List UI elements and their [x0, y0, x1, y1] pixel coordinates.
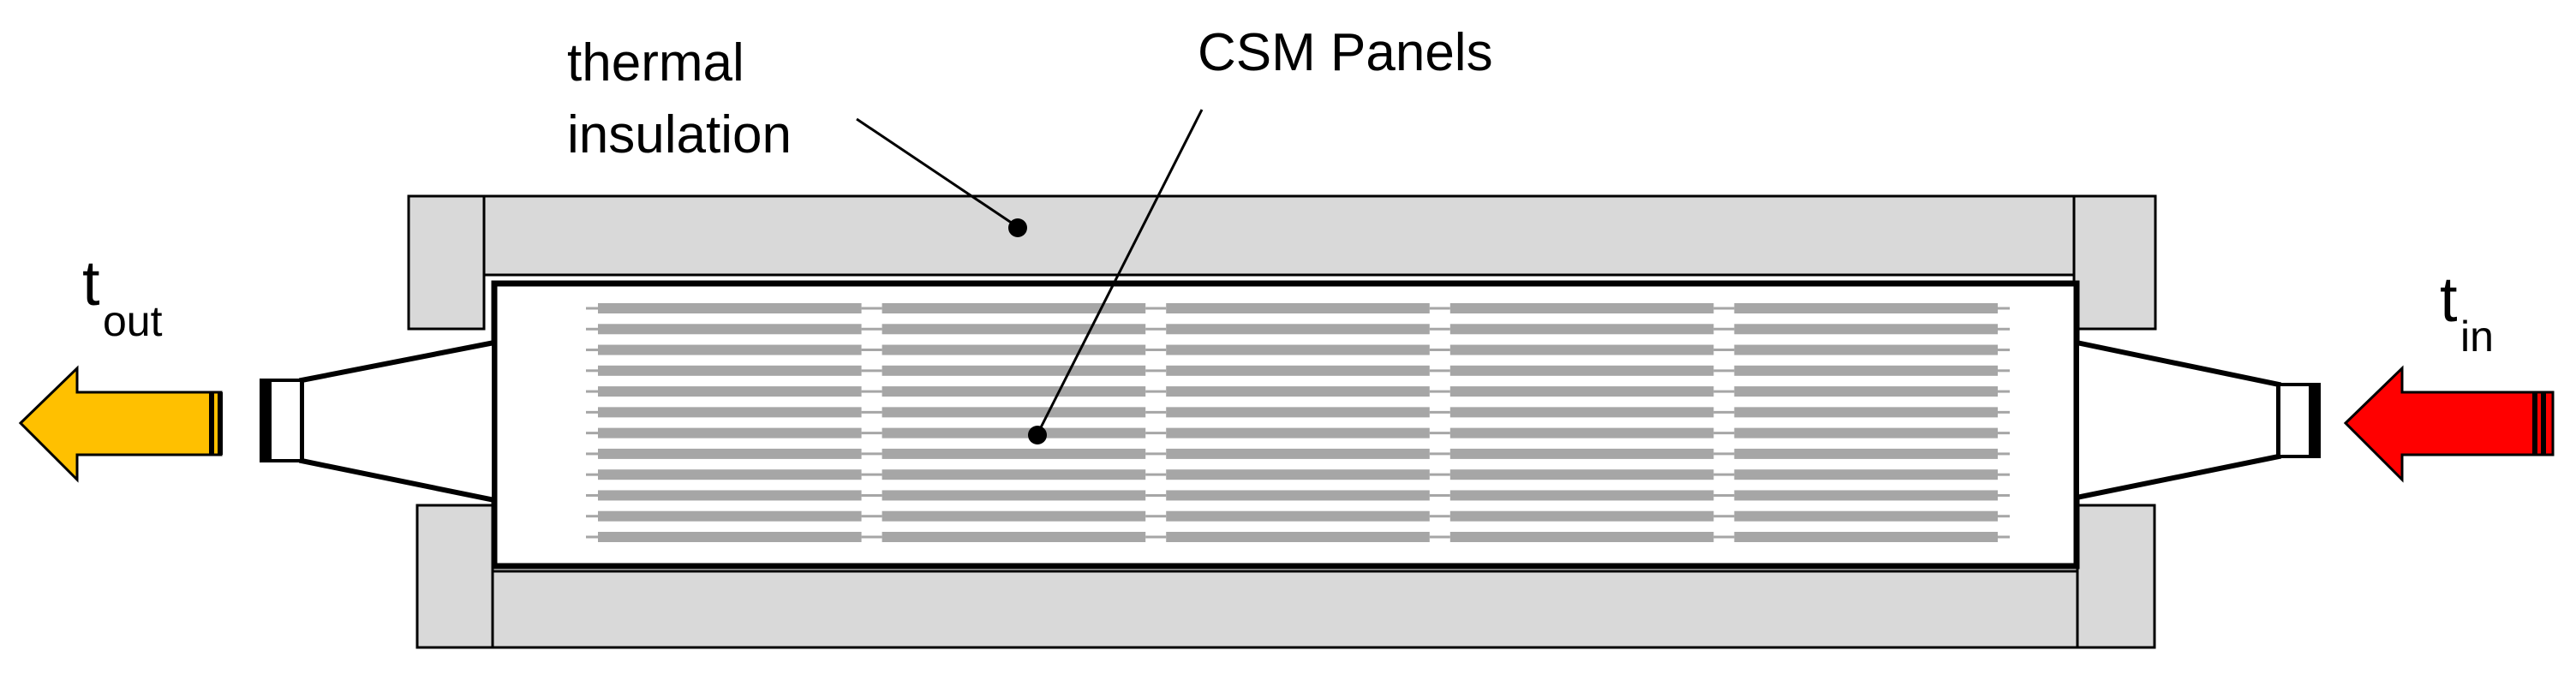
panels-leader-dot: [1028, 426, 1047, 444]
csm-panel-bar: [1734, 510, 1998, 522]
inlet-temperature-label: t in: [2440, 264, 2494, 361]
outlet-arrow-icon: [18, 365, 223, 483]
csm-panel-bar: [1166, 510, 1430, 522]
csm-panel-bar: [1166, 386, 1430, 397]
csm-panel-bar: [1166, 448, 1430, 459]
insulation-leader-line: [856, 117, 1019, 229]
csm-panel-bar: [598, 303, 862, 313]
insulation-leader-dot: [1008, 218, 1027, 237]
svg-text:in: in: [2460, 313, 2494, 361]
csm-panel-bar: [1734, 427, 1998, 438]
csm-panel-bar: [1166, 490, 1430, 501]
csm-panel-bar: [1449, 448, 1714, 459]
csm-panel-bar: [1166, 407, 1430, 418]
insulation-label-line2: insulation: [567, 105, 792, 164]
csm-panel-bar: [882, 490, 1146, 501]
csm-panel-bar: [882, 407, 1146, 418]
csm-panel-bar: [598, 448, 862, 459]
right-pipe-stub: [2277, 383, 2321, 458]
csm-panel-bar: [598, 469, 862, 480]
csm-panel-bar: [1449, 303, 1714, 313]
csm-panel-bar: [598, 532, 862, 542]
csm-panel-bar: [1734, 344, 1998, 355]
csm-panel-bar: [1166, 365, 1430, 376]
csm-panel-bar: [1449, 407, 1714, 418]
csm-panel-bar: [882, 386, 1146, 397]
top-insulation: [407, 194, 2157, 331]
csm-panel-bar: [1166, 324, 1430, 335]
csm-panel-bar: [1449, 344, 1714, 355]
csm-panel-bar: [598, 365, 862, 376]
csm-panel-bar: [1734, 324, 1998, 335]
right-connector: [2074, 339, 2281, 501]
csm-panel-bar: [1449, 490, 1714, 501]
svg-text:t: t: [2440, 264, 2458, 335]
csm-panel-grid: [586, 303, 2010, 542]
csm-panel-bar: [1166, 532, 1430, 542]
csm-panel-bar: [1449, 427, 1714, 438]
csm-panel-bar: [1449, 469, 1714, 480]
csm-panel-bar: [882, 469, 1146, 480]
bottom-right-insulation-block: [2076, 504, 2156, 649]
bottom-insulation-slab: [491, 570, 2079, 649]
csm-panel-bar: [882, 532, 1146, 542]
csm-panel-bar: [1166, 427, 1430, 438]
csm-panel-bar: [882, 365, 1146, 376]
csm-panel-bar: [1449, 386, 1714, 397]
left-pipe-stub: [260, 379, 303, 462]
csm-panel-bar: [1449, 532, 1714, 542]
csm-panel-bar: [1449, 324, 1714, 335]
csm-panel-bar: [1734, 386, 1998, 397]
top-right-insulation-block: [2072, 194, 2157, 331]
panels-leader-line: [1036, 109, 1204, 435]
csm-panel-bar: [1734, 469, 1998, 480]
csm-panel-bar: [1166, 469, 1430, 480]
top-left-insulation-block: [407, 194, 486, 331]
csm-panel-bar: [1734, 303, 1998, 313]
csm-panel-bar: [882, 344, 1146, 355]
csm-panel-bar: [1734, 365, 1998, 376]
bottom-left-insulation-block: [415, 504, 494, 649]
bottom-insulation: [415, 504, 2156, 649]
csm-panel-bar: [1449, 510, 1714, 522]
csm-panel-bar: [882, 510, 1146, 522]
left-connector: [299, 339, 497, 504]
csm-panel-bar: [882, 324, 1146, 335]
csm-panel-bar: [1734, 490, 1998, 501]
outlet-temperature-label: t out: [82, 248, 163, 345]
csm-panel-bar: [1166, 344, 1430, 355]
csm-panel-bar: [598, 324, 862, 335]
csm-panel-bar: [598, 386, 862, 397]
csm-panel-bar: [598, 510, 862, 522]
csm-panel-bar: [882, 427, 1146, 438]
csm-panel-bar: [1734, 448, 1998, 459]
csm-panel-bar: [1449, 365, 1714, 376]
csm-panel-bar: [1166, 303, 1430, 313]
csm-panel-bar: [598, 344, 862, 355]
csm-panel-bar: [598, 490, 862, 501]
svg-text:t: t: [82, 248, 100, 319]
csm-panel-bar: [598, 427, 862, 438]
csm-panel-bar: [882, 303, 1146, 313]
csm-panel-bar: [1734, 407, 1998, 418]
inlet-arrow-icon: [2343, 365, 2555, 483]
panels-label: CSM Panels: [1198, 23, 1493, 82]
csm-panel-bar: [598, 407, 862, 418]
svg-text:out: out: [103, 297, 163, 345]
csm-panel-bar: [1734, 532, 1998, 542]
csm-panel-bar: [882, 448, 1146, 459]
top-insulation-slab: [482, 194, 2076, 277]
insulation-label-line1: thermal: [567, 33, 744, 92]
